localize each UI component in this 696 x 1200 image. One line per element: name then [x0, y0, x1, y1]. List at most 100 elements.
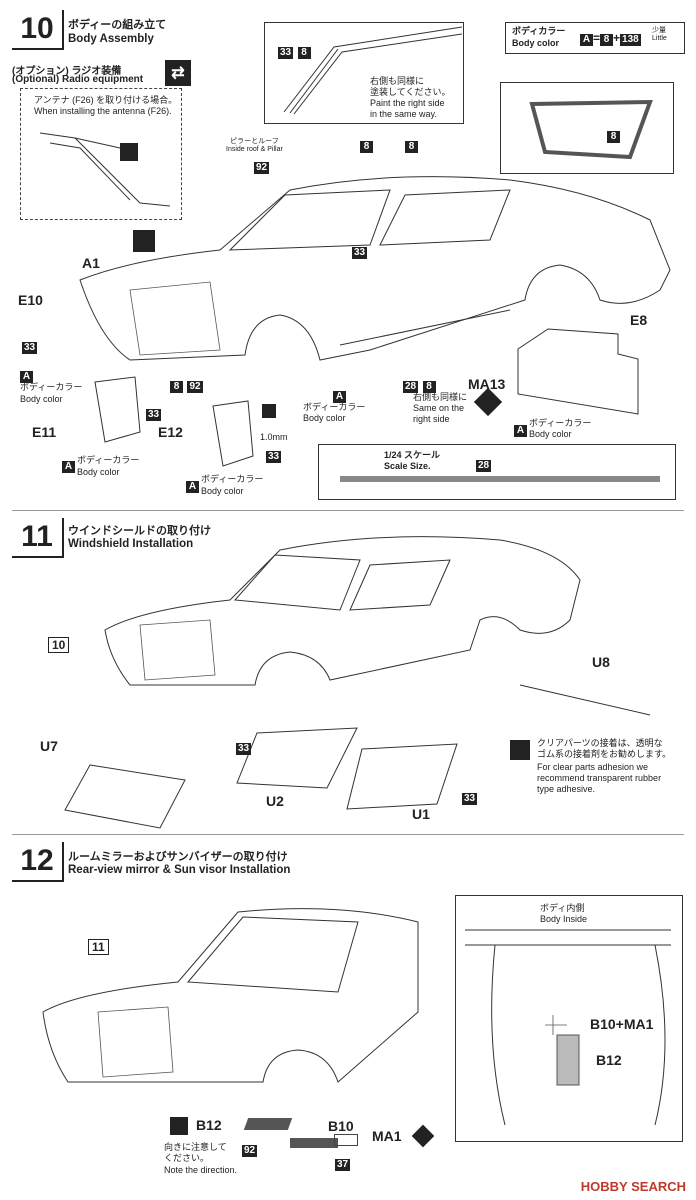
- part-u1: U1: [412, 806, 430, 822]
- part-ma1: MA1: [372, 1128, 402, 1144]
- decal-icon: [133, 230, 155, 252]
- inside-combo: B10+MA1: [590, 1016, 654, 1032]
- note-en: For clear parts adhesion we recommend tr…: [537, 762, 662, 794]
- e12-sketch: [212, 400, 254, 467]
- part-e8: E8: [630, 312, 648, 328]
- body-color-jp: ボディーカラー: [20, 382, 83, 392]
- tag-33: 33: [266, 451, 282, 463]
- same-right-jp: 右側も同様に: [413, 392, 468, 402]
- step-title-en: Body Assembly: [68, 33, 154, 45]
- windshield-box: [500, 82, 674, 174]
- step-title-jp: ウインドシールドの取り付け: [68, 525, 211, 537]
- color-label-jp: ボディカラー: [512, 26, 566, 36]
- b10-sketch: [290, 1138, 338, 1148]
- part-e11: E11: [32, 424, 57, 440]
- u2-sketch: [236, 727, 358, 789]
- drill-icon: [262, 404, 276, 418]
- body-color-jp: ボディーカラー: [529, 418, 592, 428]
- body-color-jp: ボディーカラー: [201, 474, 264, 484]
- e11-sketch: [94, 376, 141, 443]
- radio-title-jp: (オプション) ラジオ装備: [12, 66, 122, 77]
- color-formula: A=8+138: [580, 31, 641, 46]
- tag-33: 33: [22, 342, 38, 354]
- car-body-sketch: [42, 908, 419, 1083]
- body-inside-box: [455, 895, 683, 1142]
- body-color-en: Body color: [303, 413, 346, 423]
- tag-33: 33: [236, 743, 252, 755]
- watermark: HOBBY SEARCH: [580, 1179, 686, 1194]
- tag-33: 33: [352, 247, 368, 259]
- part-e12: E12: [158, 424, 183, 440]
- antenna-note-en: When installing the antenna (F26).: [34, 106, 172, 116]
- step-number: 11: [12, 518, 64, 558]
- part-b12: B12: [196, 1117, 222, 1133]
- step-title-en: Rear-view mirror & Sun visor Installatio…: [68, 864, 291, 876]
- body-color-en: Body color: [20, 394, 63, 404]
- separator: [12, 510, 684, 511]
- part-u2: U2: [266, 793, 284, 809]
- antenna-sketch: [39, 132, 171, 207]
- step-number: 12: [12, 842, 64, 882]
- color-formula-box: [505, 22, 685, 54]
- scale-box: [318, 444, 676, 500]
- tag-a: A: [62, 456, 75, 474]
- tag-8: 8: [360, 136, 373, 154]
- note-jp: クリアパーツの接着は、透明な ゴム系の接着剤をお勧めします。: [537, 738, 672, 759]
- body-color-en: Body color: [77, 467, 120, 477]
- tag-8: 8 92: [170, 376, 203, 394]
- part-u7: U7: [40, 738, 58, 754]
- ref-10: 10: [48, 636, 70, 654]
- car-body-sketch: [79, 176, 671, 361]
- tag-92: 92: [242, 1145, 258, 1157]
- tag-a: A: [186, 476, 199, 494]
- tag-33: 33: [462, 793, 478, 805]
- part-e10: E10: [18, 292, 43, 308]
- tag-28-8: 28 8: [403, 376, 436, 394]
- inside-jp: ボディ内側: [540, 903, 585, 913]
- scale-stripe: [340, 476, 660, 482]
- direction-jp: 向きに注意して ください。: [164, 1142, 227, 1163]
- step-title-jp: ルームミラーおよびサンバイザーの取り付け: [68, 851, 288, 863]
- tag-8: 8: [607, 126, 620, 144]
- tag-28: 28: [476, 460, 492, 472]
- scale-jp: 1/24 スケール: [384, 450, 441, 460]
- same-right-en2: right side: [413, 414, 450, 424]
- e8-sketch: [517, 328, 639, 415]
- inside-en: Body Inside: [540, 914, 588, 924]
- antenna-note-jp: アンテナ (F26) を取り付ける場合。: [34, 95, 178, 105]
- tag-33: 33: [146, 409, 162, 421]
- drill-size: 1.0mm: [260, 432, 288, 442]
- part-a1: A1: [82, 255, 100, 271]
- step-title-jp: ボディーの組み立て: [68, 19, 167, 31]
- body-color-jp: ボディーカラー: [77, 455, 140, 465]
- body-color-en: Body color: [529, 429, 572, 439]
- step-title-en: Windshield Installation: [68, 538, 194, 550]
- tag-37: 37: [335, 1159, 351, 1171]
- body-color-jp: ボディーカラー: [303, 402, 366, 412]
- same-right-en1: Same on the: [413, 403, 465, 413]
- tag-a: A: [20, 366, 33, 384]
- ma1-sketch: [334, 1134, 358, 1146]
- part-b10: B10: [328, 1118, 354, 1134]
- part-u8: U8: [592, 654, 610, 670]
- windshield-sketch: [529, 99, 653, 160]
- inside-b12: B12: [596, 1052, 622, 1068]
- tag-8: 8: [405, 136, 418, 154]
- separator: [12, 834, 684, 835]
- tag-92: 92: [254, 162, 270, 174]
- direction-icon: [170, 1117, 188, 1135]
- u7-sketch: [64, 764, 186, 829]
- part-ma13: MA13: [468, 376, 506, 392]
- diamond-icon: [411, 1124, 435, 1148]
- body-color-en: Body color: [201, 486, 244, 496]
- tag-a: A: [514, 420, 527, 438]
- scale-en: Scale Size.: [384, 461, 431, 471]
- right-note-en: Paint the right side in the same way.: [370, 98, 445, 119]
- direction-en: Note the direction.: [164, 1165, 238, 1175]
- car-body-sketch: [104, 536, 581, 686]
- body-inside-sketch: [465, 929, 671, 1126]
- glue-icon: [510, 740, 530, 760]
- antenna-detail-box: [20, 88, 182, 220]
- u1-sketch: [346, 743, 458, 810]
- tag-a: A: [333, 386, 346, 404]
